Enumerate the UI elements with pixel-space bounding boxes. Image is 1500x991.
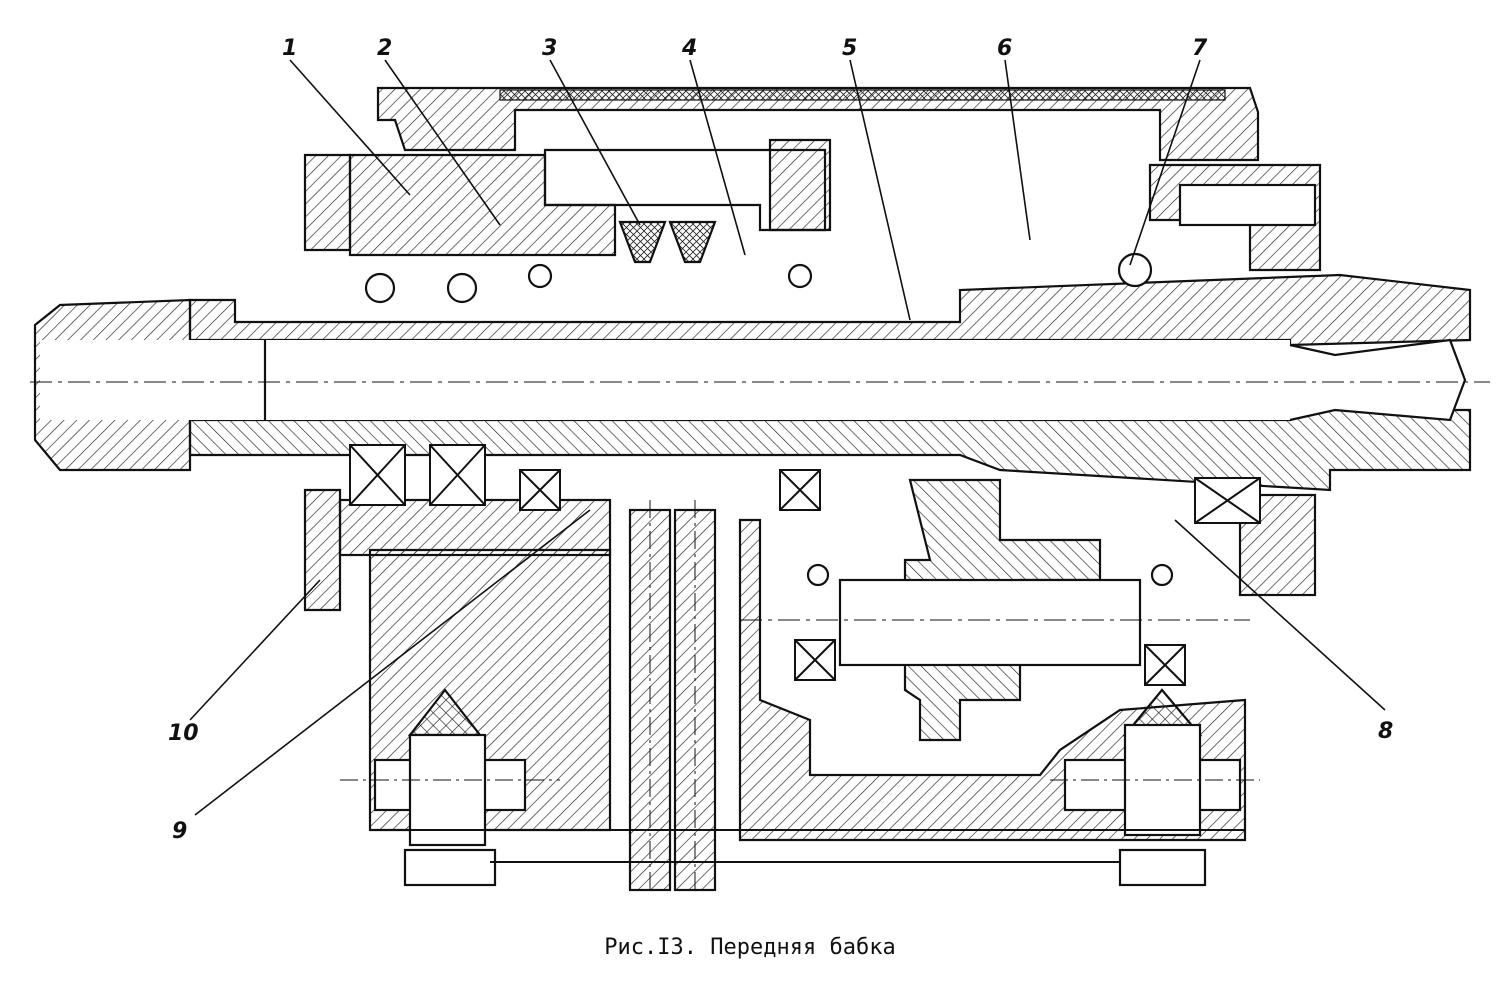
- lower-bearing-ball-2: [1150, 563, 1174, 587]
- bearing-ball-2: [446, 272, 478, 304]
- callout-1: 1: [282, 36, 297, 61]
- right-bolt: [1178, 183, 1317, 227]
- figure-caption: Рис.I3. Передняя бабка: [604, 935, 896, 960]
- lower-housing-left: [303, 488, 342, 612]
- lower-bearing-ball-1: [806, 563, 830, 587]
- callout-3: 3: [542, 36, 557, 61]
- housing-cover: [376, 86, 1260, 162]
- cover-mesh-strip: [499, 89, 1226, 101]
- bearing-ball-3: [527, 263, 553, 289]
- callout-6: 6: [997, 36, 1012, 61]
- callout-5: 5: [842, 36, 857, 61]
- callout-2: 2: [377, 36, 392, 61]
- callout-10: 10: [168, 721, 199, 746]
- spindle-bore: [40, 340, 1290, 420]
- bracket-cap: [338, 498, 612, 557]
- callout-8: 8: [1378, 719, 1393, 744]
- bearing-ball-1: [364, 272, 396, 304]
- callout-4: 4: [681, 36, 697, 61]
- bearing-ball-7: [1117, 252, 1153, 288]
- callout-labels: 1 2 3 4 5 6 7 8 9 10: [168, 36, 1393, 844]
- left-flange: [303, 153, 352, 252]
- callout-9: 9: [172, 819, 187, 844]
- mount-bolt-left: [340, 688, 560, 887]
- callout-7: 7: [1192, 36, 1208, 61]
- pulley-v-section: [618, 220, 717, 264]
- mount-bolt-right: [1050, 688, 1260, 887]
- leader-lines: [189, 59, 1386, 816]
- intermediate-shaft: [838, 578, 1142, 667]
- bearing-ball-4: [787, 263, 813, 289]
- roller-bearings-lower: [349, 444, 1261, 686]
- bore-taper-right: [1289, 338, 1467, 422]
- right-flange-lower: [1238, 493, 1317, 597]
- mid-web: [768, 138, 832, 232]
